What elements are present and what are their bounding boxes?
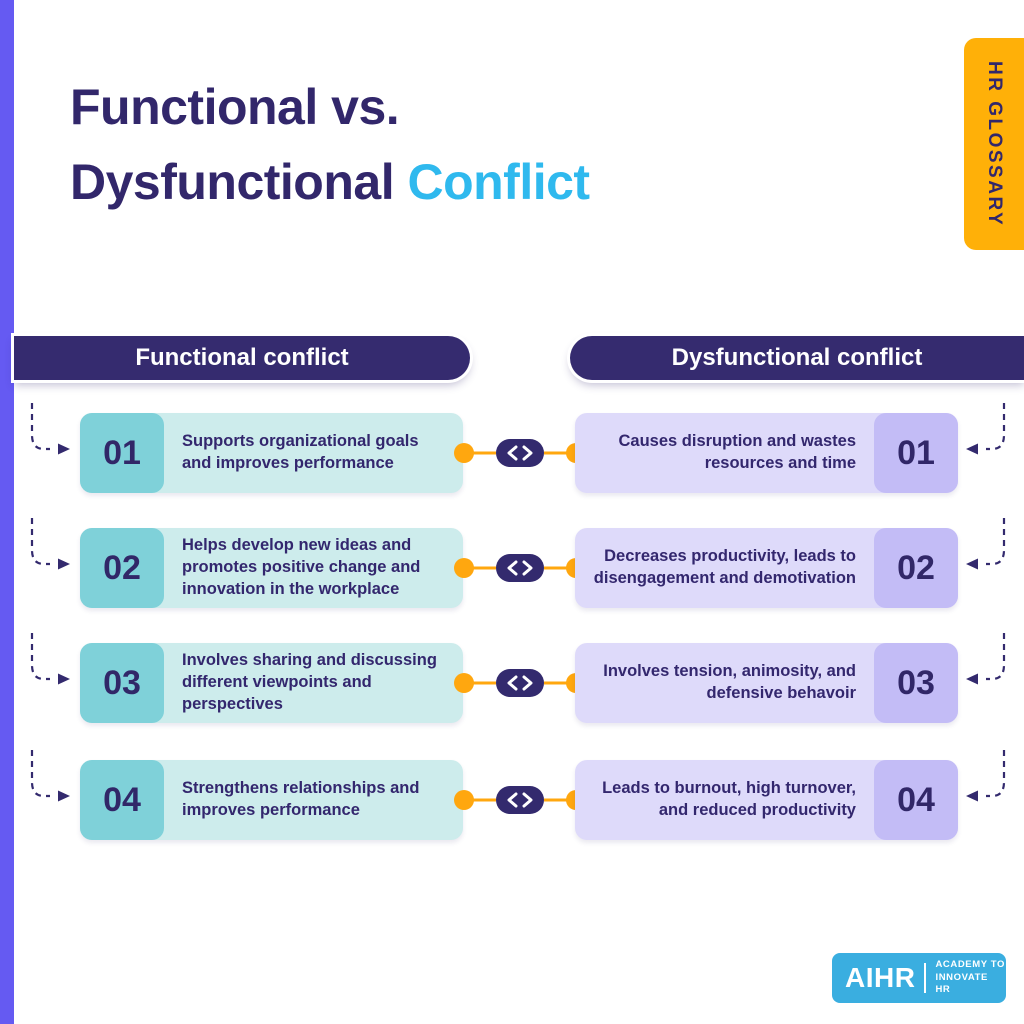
page-title: Functional vs. Dysfunctional Conflict — [70, 70, 590, 220]
functional-item-3: Involves sharing and discussing differen… — [80, 643, 463, 723]
dysfunctional-item-4-number: 04 — [874, 760, 958, 840]
left-accent-bar — [0, 0, 14, 1024]
dysfunctional-item-2-number: 02 — [874, 528, 958, 608]
functional-item-1-text: Supports organizational goals and improv… — [182, 432, 419, 472]
connector-row-4 — [454, 786, 586, 814]
hr-glossary-tab: HR GLOSSARY — [964, 38, 1024, 250]
dysfunctional-item-1: Causes disruption and wastes resources a… — [575, 413, 958, 493]
functional-item-3-number: 03 — [80, 643, 164, 723]
dashed-arrow-left-icon — [966, 518, 1006, 570]
header-dysfunctional-label: Dysfunctional conflict — [671, 344, 923, 371]
dysfunctional-item-3: Involves tension, animosity, and defensi… — [575, 643, 958, 723]
functional-item-4-text: Strengthens relationships and improves p… — [182, 779, 420, 819]
title-line1: Functional vs. — [70, 79, 400, 135]
hr-glossary-label: HR GLOSSARY — [984, 60, 1005, 228]
dysfunctional-item-4-text: Leads to burnout, high turnover, and red… — [602, 779, 856, 819]
tagline-line2: INNOVATE HR — [935, 971, 988, 996]
dysfunctional-item-1-number: 01 — [874, 413, 958, 493]
aihr-logo: AIHR ACADEMY TO INNOVATE HR — [832, 953, 1006, 1003]
dysfunctional-item-1-text: Causes disruption and wastes resources a… — [618, 432, 856, 472]
aihr-logo-brand: AIHR — [845, 962, 916, 993]
title-line2: Dysfunctional Conflict — [70, 145, 590, 220]
dashed-arrow-left-icon — [966, 750, 1006, 802]
dysfunctional-item-2: Decreases productivity, leads to disenga… — [575, 528, 958, 608]
dysfunctional-item-3-number: 03 — [874, 643, 958, 723]
tagline-line1: ACADEMY TO — [935, 959, 1005, 971]
functional-item-2: Helps develop new ideas and promotes pos… — [80, 528, 463, 608]
dashed-arrow-left-icon — [966, 403, 1006, 455]
functional-item-2-text: Helps develop new ideas and promotes pos… — [182, 536, 421, 598]
logo-divider — [924, 963, 927, 993]
header-dysfunctional-conflict: Dysfunctional conflict — [570, 336, 1024, 380]
dashed-arrow-right-icon — [30, 403, 70, 455]
aihr-logo-tagline: ACADEMY TO INNOVATE HR — [935, 959, 1006, 996]
header-functional-label: Functional conflict — [135, 344, 349, 371]
chevrons-left-right-icon — [507, 792, 533, 808]
dashed-arrow-right-icon — [30, 518, 70, 570]
dashed-arrow-right-icon — [30, 633, 70, 685]
dysfunctional-item-2-text: Decreases productivity, leads to disenga… — [593, 547, 856, 587]
functional-item-1-number: 01 — [80, 413, 164, 493]
functional-item-2-number: 02 — [80, 528, 164, 608]
chevrons-left-right-icon — [507, 445, 533, 461]
functional-item-1: Supports organizational goals and improv… — [80, 413, 463, 493]
functional-item-4: Strengthens relationships and improves p… — [80, 760, 463, 840]
dysfunctional-item-3-text: Involves tension, animosity, and defensi… — [603, 662, 856, 702]
title-line2-dark: Dysfunctional — [70, 154, 408, 210]
functional-item-4-number: 04 — [80, 760, 164, 840]
dysfunctional-item-4: Leads to burnout, high turnover, and red… — [575, 760, 958, 840]
title-line2-accent: Conflict — [407, 154, 590, 210]
dashed-arrow-left-icon — [966, 633, 1006, 685]
connector-row-1 — [454, 439, 586, 467]
chevrons-left-right-icon — [507, 560, 533, 576]
chevrons-left-right-icon — [507, 675, 533, 691]
header-functional-conflict: Functional conflict — [14, 336, 470, 380]
connector-row-2 — [454, 554, 586, 582]
dashed-arrow-right-icon — [30, 750, 70, 802]
functional-item-3-text: Involves sharing and discussing differen… — [182, 651, 437, 713]
connector-row-3 — [454, 669, 586, 697]
